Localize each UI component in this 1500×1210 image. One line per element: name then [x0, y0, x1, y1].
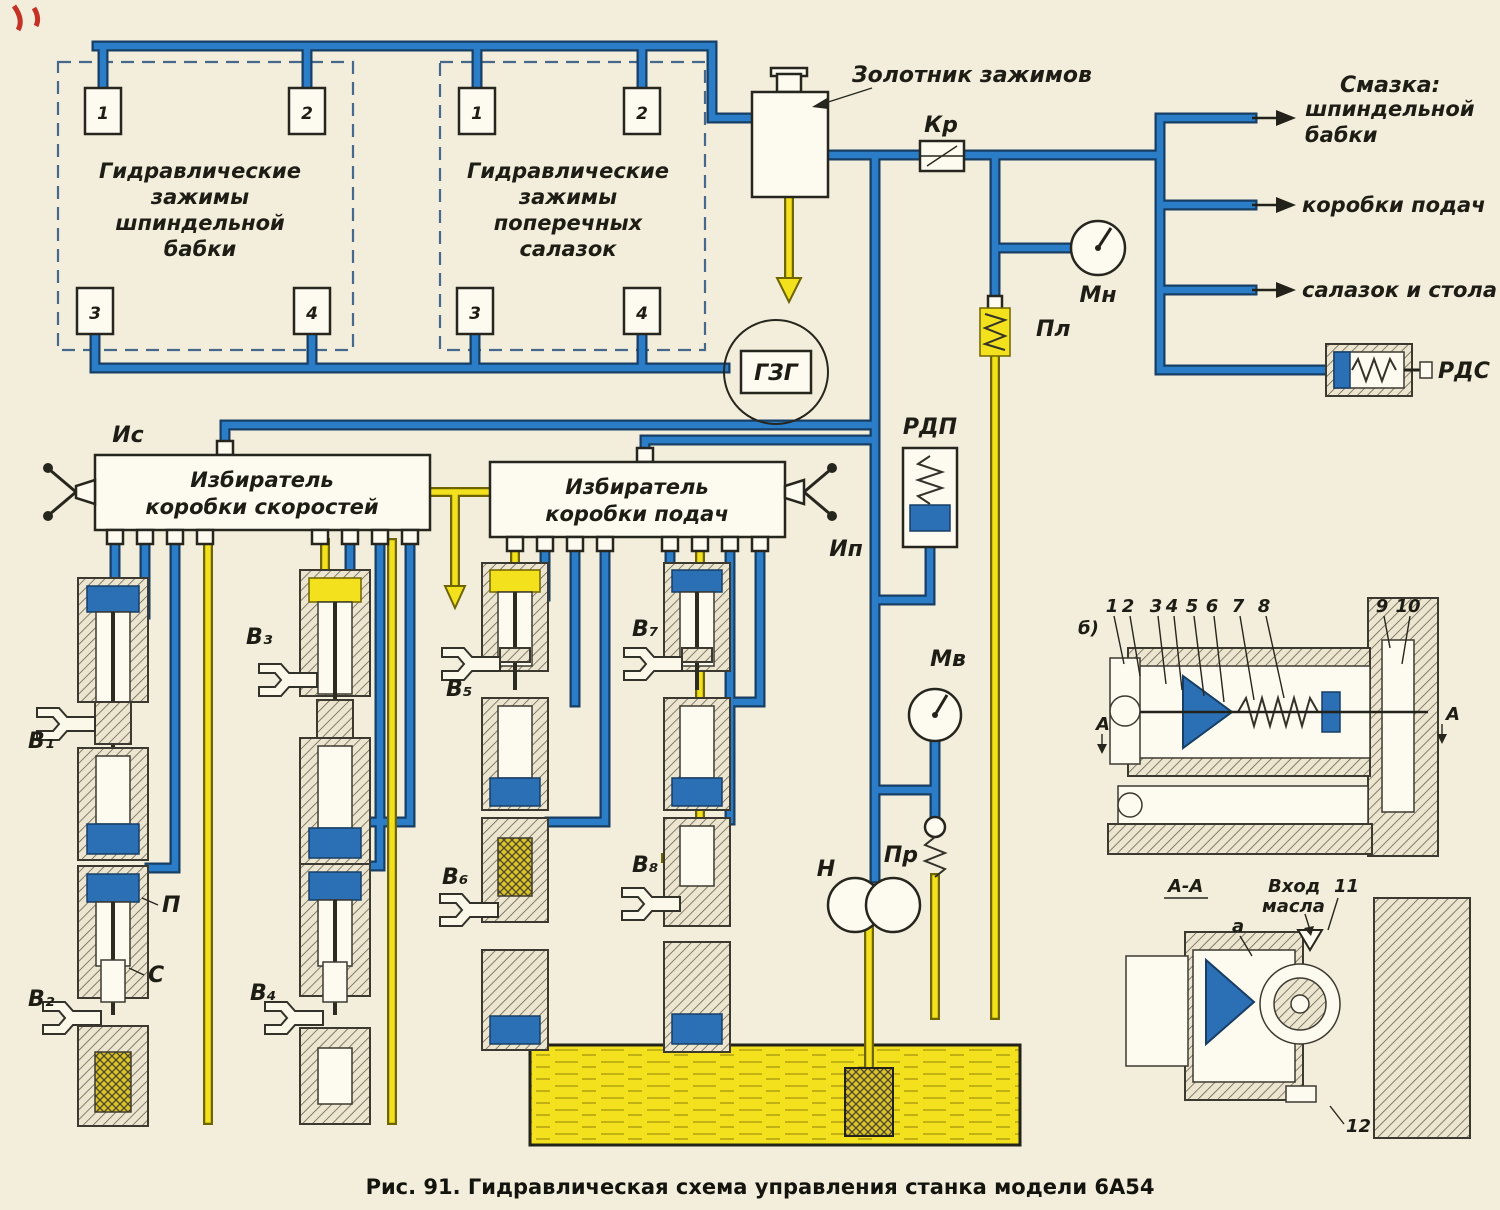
kr-valve: Кр [918, 113, 966, 173]
pr-valve: Пр [884, 815, 948, 878]
figure-caption: Рис. 91. Гидравлическая схема управления… [366, 1175, 1155, 1199]
oil-inlet-label: масла [1262, 896, 1325, 917]
cylinder-number: 2 [301, 104, 313, 124]
cylinder-number: 3 [469, 304, 481, 324]
lubrication-line1b: бабки [1305, 123, 1378, 147]
feed-selector-handle-label: Ип [829, 537, 863, 562]
cylinder-number: 1 [471, 104, 483, 124]
pump: Н [817, 857, 922, 934]
spindle-clamps-block [56, 60, 355, 352]
detail-section-b: б) А А 1 2 3 4 5 6 7 8 9 10 [1078, 596, 1460, 857]
lubrication-line3: салазок и стола [1302, 278, 1497, 302]
speed-selector-handle-label: Ис [112, 423, 143, 448]
lubrication-section: Смазка: шпиндельной бабки коробки подач … [1302, 73, 1497, 302]
fork-label-b4: В₄ [250, 981, 276, 1006]
fork-label-b8: В₈ [632, 853, 659, 878]
clamp-spool-valve: Золотник зажимов [750, 63, 1092, 199]
p-label: П [162, 893, 180, 918]
pl-filter: Пл [979, 294, 1071, 357]
clamp-spool-valve-label: Золотник зажимов [851, 63, 1092, 88]
a-small-label: а [1232, 916, 1244, 937]
lubrication-line1: шпиндельной [1305, 97, 1475, 121]
cross-clamps-title: поперечных [494, 211, 644, 235]
cross-clamp-cylinders: 1 2 3 4 Гидравлические зажимы поперечных… [455, 86, 669, 336]
callout-4: 4 [1165, 596, 1179, 617]
mn-label: Мн [1079, 283, 1116, 308]
feed-selector: Избиратель коробки подач Ип [488, 446, 863, 562]
cylinder-group-b5-b6: В₅ В₆ [439, 562, 549, 1051]
oil-inlet-label: Вход [1268, 876, 1320, 897]
detail-b-callouts: 1 2 3 4 5 6 7 8 9 10 [1106, 596, 1421, 703]
callout-2: 2 [1122, 596, 1135, 617]
kr-label: Кр [924, 113, 958, 138]
gzg-unit: ГЗГ [723, 319, 829, 425]
callout-7: 7 [1232, 596, 1245, 617]
cylinder-group-b1-b2: П С В₁ В₂ [28, 577, 180, 1127]
callout-10: 10 [1395, 596, 1420, 617]
cross-clamps-title: Гидравлические [467, 159, 669, 183]
callout-8: 8 [1258, 596, 1271, 617]
cylinder-number: 1 [97, 104, 109, 124]
section-a-right: А [1444, 704, 1460, 725]
lubrication-header: Смазка: [1340, 73, 1440, 98]
section-a-left: А [1094, 714, 1110, 735]
spindle-clamps-title: шпиндельной [115, 211, 285, 235]
cylinder-number: 4 [305, 304, 318, 324]
spindle-clamps-title: зажимы [150, 185, 249, 209]
callout-11: 11 [1334, 876, 1359, 897]
callout-3: 3 [1150, 596, 1163, 617]
fork-label-b3: В₃ [246, 625, 273, 650]
feed-selector-title: коробки подач [545, 502, 729, 526]
detail-section-aa: А-А Вход масла а 11 12 [1125, 876, 1471, 1139]
pr-label: Пр [884, 843, 918, 868]
fork-label-b7: В₇ [632, 617, 659, 642]
pump-label: Н [817, 857, 835, 882]
pipe-network-yellow [203, 192, 1000, 1125]
rds-valve: РДС [1325, 343, 1490, 397]
fork-label-b6: В₆ [442, 865, 468, 890]
cylinder-number: 3 [89, 304, 101, 324]
cylinder-group-b7-b8: В₇ В₈ [621, 562, 731, 1053]
fork-label-b1: В₁ [28, 729, 54, 754]
red-mark [11, 4, 41, 32]
gzg-label: ГЗГ [754, 361, 799, 386]
callout-1: 1 [1106, 596, 1119, 617]
callout-9: 9 [1376, 596, 1389, 617]
fork-label-b2: В₂ [28, 987, 55, 1012]
speed-selector: Избиратель коробки скоростей Ис [43, 423, 432, 546]
spindle-clamps-title: Гидравлические [99, 159, 301, 183]
c-label: С [148, 963, 164, 988]
rds-label: РДС [1438, 359, 1490, 384]
mn-gauge: Мн [1069, 219, 1127, 308]
spindle-clamp-cylinders: 1 2 3 4 Гидравлические зажимы шпиндельно… [75, 86, 332, 336]
rdp-label: РДП [903, 415, 957, 440]
cross-clamps-title: зажимы [518, 185, 617, 209]
lubrication-line2: коробки подач [1302, 193, 1486, 217]
detail-b-label: б) [1078, 618, 1099, 639]
spindle-clamps-title: бабки [164, 237, 237, 261]
oil-tank [528, 1043, 1022, 1147]
feed-selector-title: Избиратель [565, 475, 708, 499]
speed-selector-title: коробки скоростей [145, 495, 379, 519]
flow-arrows [443, 110, 1296, 611]
speed-selector-title: Избиратель [190, 468, 333, 492]
cylinder-number: 2 [636, 104, 648, 124]
mv-gauge: Мв [907, 647, 966, 743]
cross-clamps-block [438, 60, 707, 352]
callout-5: 5 [1186, 596, 1199, 617]
cylinder-group-b3-b4: В₃ В₄ [246, 569, 371, 1125]
fork-label-b5: В₅ [446, 677, 472, 702]
suction-strainer [844, 1067, 894, 1137]
rdp-valve: РДП [901, 415, 959, 549]
cross-clamps-title: салазок [519, 237, 617, 261]
mv-label: Мв [930, 647, 966, 672]
callout-6: 6 [1206, 596, 1219, 617]
detail-aa-label: А-А [1166, 876, 1203, 897]
pl-label: Пл [1036, 317, 1071, 342]
cylinder-number: 4 [635, 304, 648, 324]
callout-12: 12 [1346, 1116, 1371, 1137]
